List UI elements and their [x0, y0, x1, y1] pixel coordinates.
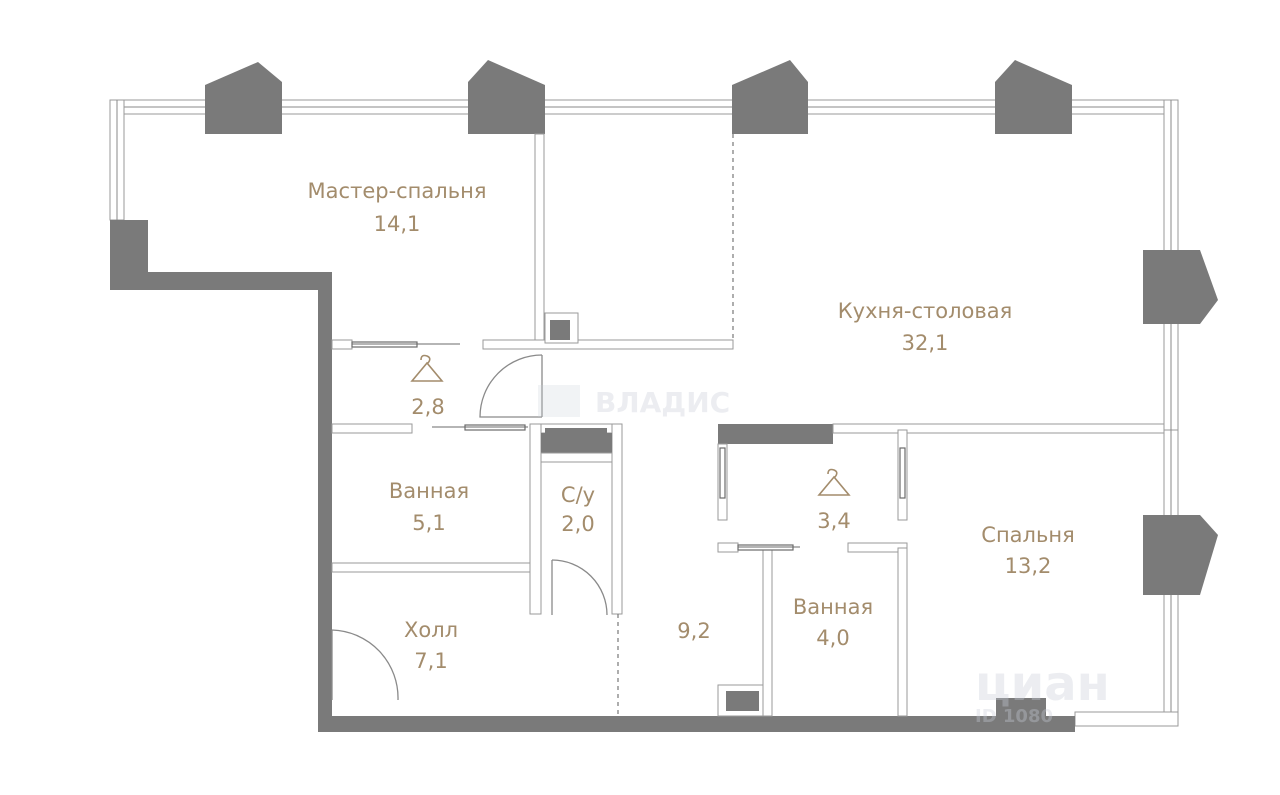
- room-label-closet-2: 3,4: [817, 509, 850, 533]
- room-label-bedroom: Спальня 13,2: [981, 523, 1074, 578]
- outer-walls: [109, 99, 1179, 727]
- watermark-house-icon: [538, 385, 580, 417]
- room-area: 9,2: [677, 619, 710, 643]
- room-name: Кухня-столовая: [838, 299, 1012, 323]
- room-label-hall: Холл 7,1: [404, 618, 458, 673]
- room-area: 3,4: [817, 509, 850, 533]
- watermark-id: ID 1080: [975, 706, 1053, 727]
- room-label-corridor: 9,2: [677, 619, 710, 643]
- room-area: 7,1: [414, 649, 447, 673]
- room-area: 4,0: [816, 626, 849, 650]
- room-area: 2,0: [561, 512, 594, 536]
- room-area: 13,2: [1005, 554, 1052, 578]
- solid-walls: [110, 220, 1075, 732]
- room-area: 2,8: [411, 395, 444, 419]
- room-name: С/у: [561, 483, 595, 507]
- hanger-icon: [410, 354, 444, 382]
- room-name: Спальня: [981, 523, 1074, 547]
- room-label-closet-1: 2,8: [411, 395, 444, 419]
- sliding-doors: [351, 341, 906, 551]
- bottom-glazing: [1074, 711, 1179, 727]
- swing-doors: [331, 354, 608, 701]
- room-area: 32,1: [902, 331, 949, 355]
- watermark-vladis: ВЛАДИС: [595, 386, 730, 419]
- zone-boundaries: [617, 134, 734, 716]
- room-area: 14,1: [374, 212, 421, 236]
- room-label-wc: С/у 2,0: [561, 483, 595, 536]
- room-name: Ванная: [389, 479, 469, 503]
- room-label-bathroom-1: Ванная 5,1: [389, 479, 469, 535]
- room-label-bathroom-2: Ванная 4,0: [793, 595, 873, 650]
- room-label-kitchen-dining: Кухня-столовая 32,1: [838, 299, 1012, 355]
- room-label-master-bedroom: Мастер-спальня 14,1: [308, 179, 487, 236]
- facade-columns: [205, 60, 1218, 595]
- room-name: Ванная: [793, 595, 873, 619]
- watermark-cian: циан: [975, 656, 1110, 712]
- room-area: 5,1: [412, 511, 445, 535]
- hanger-icon: [817, 468, 851, 496]
- room-name: Мастер-спальня: [308, 179, 487, 203]
- room-name: Холл: [404, 618, 458, 642]
